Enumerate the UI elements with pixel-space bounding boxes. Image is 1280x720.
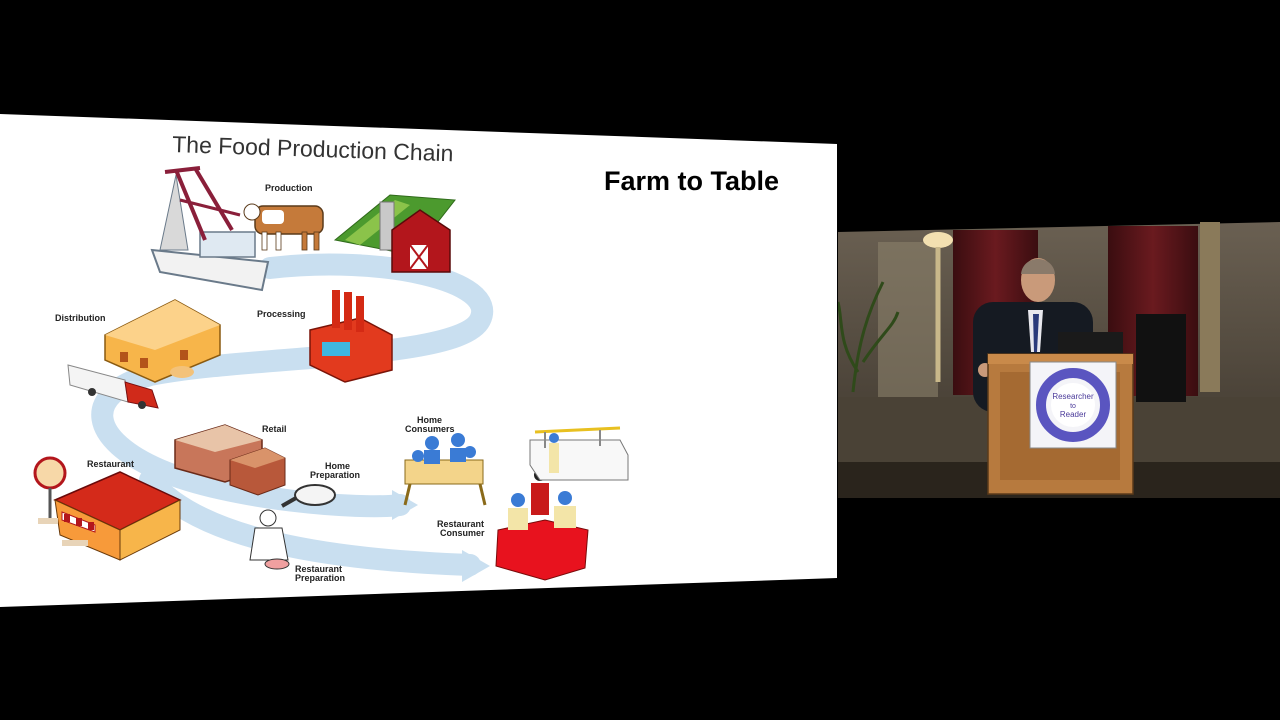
buffet-counter-illustration [529,426,629,481]
label-processing: Processing [257,309,306,319]
factory-illustration [309,290,393,383]
label-distribution: Distribution [55,313,106,323]
home-consumers-illustration [403,433,487,506]
retail-store-illustration [174,424,286,496]
label-restaurant-preparation-2: Preparation [295,573,345,583]
label-restaurant-consumer-2: Consumer [440,528,485,538]
chef-illustration [249,509,290,570]
loudspeaker [1136,314,1186,402]
flow-arrowhead-restaurant [462,550,490,582]
column-right [1200,222,1220,392]
slide-headline: Farm to Table [604,166,779,196]
label-home-consumers-1: Home [417,415,442,425]
label-retail: Retail [262,424,287,434]
cow-illustration [243,203,324,251]
logo-text-researcher: Researcher [1052,392,1094,401]
fishing-boat-illustration [150,166,270,292]
label-home-preparation-2: Preparation [310,470,360,480]
speaker-video-inset: Researcher to Reader [838,222,1280,498]
label-home-preparation-1: Home [325,461,350,471]
logo-text-reader: Reader [1060,410,1087,419]
warehouse-truck-illustration [67,299,221,409]
wall-panel [878,242,938,402]
restaurant-illustration [33,456,182,561]
restaurant-table-illustration [495,469,589,581]
label-restaurant-consumer-1: Restaurant [437,519,484,529]
podium-logo-sign: Researcher to Reader [1029,361,1117,449]
label-restaurant-preparation-1: Restaurant [295,564,342,574]
farm-barn-illustration [333,194,456,273]
wall-lamp [923,232,953,248]
label-restaurant: Restaurant [87,459,134,469]
logo-text-to: to [1070,403,1076,410]
podium-monitor [1058,332,1123,354]
label-home-consumers-2: Consumers [405,424,455,434]
potted-palm [838,281,900,393]
frying-pan-illustration [281,484,336,508]
label-production: Production [265,183,313,193]
